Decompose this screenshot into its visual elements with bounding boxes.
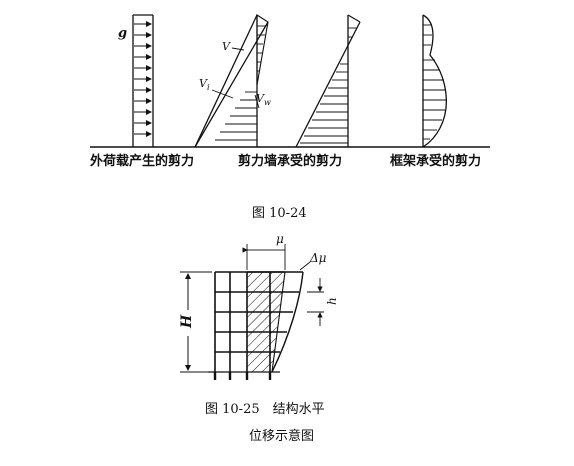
mu-label: μ — [276, 232, 284, 246]
g-label: g — [118, 26, 127, 41]
caption-wall-shear: 剪力墙承受的剪力 — [238, 153, 342, 169]
H-label: H — [179, 314, 195, 329]
load-shear-diagram — [132, 14, 154, 147]
delta-mu-label: Δμ — [309, 251, 327, 265]
V-label: V — [222, 40, 231, 53]
Vi-label: Vi — [199, 77, 210, 92]
Vw-label: Vw — [256, 92, 271, 107]
figure-10-25-caption-line2: 位移示意图 — [249, 429, 315, 444]
structure-displacement-diagram — [180, 244, 324, 380]
h-label: h — [325, 297, 339, 305]
total-shear-diagram — [194, 13, 269, 148]
frame-shear-diagram — [422, 14, 447, 148]
caption-load-shear: 外荷载产生的剪力 — [89, 153, 194, 169]
figure-10-25-caption-line1: 图 10-25 结构水平 — [205, 402, 325, 417]
wall-shear-diagram — [295, 14, 361, 148]
caption-frame-shear: 框架承受的剪力 — [390, 153, 481, 169]
figure-10-24-title: 图 10-24 — [252, 206, 307, 221]
